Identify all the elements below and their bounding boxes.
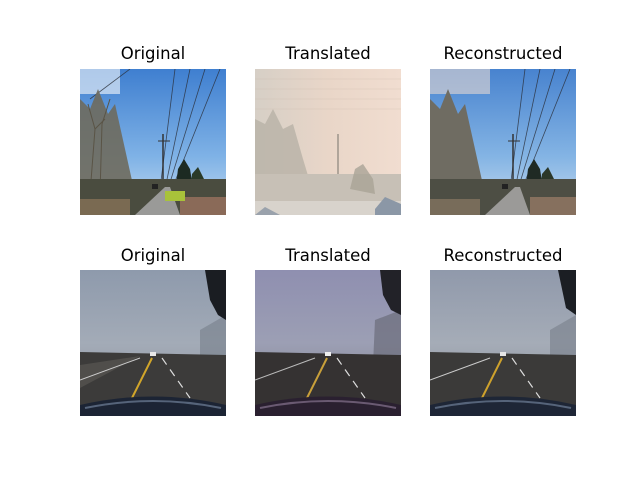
original-image-clear-road [80,69,226,215]
reconstructed-image-clear-road [430,69,576,215]
panel-title: Reconstructed [443,44,563,63]
reconstructed-image-foggy-highway [430,270,576,416]
panel-title: Original [120,246,186,265]
original-image-foggy-highway [80,270,226,416]
panel-title: Translated [285,44,371,63]
panel-title: Reconstructed [443,246,563,265]
panel-title: Translated [285,246,371,265]
translated-image-foggy-highway [255,270,401,416]
panel-title: Original [120,44,186,63]
translated-image-foggy [255,69,401,215]
